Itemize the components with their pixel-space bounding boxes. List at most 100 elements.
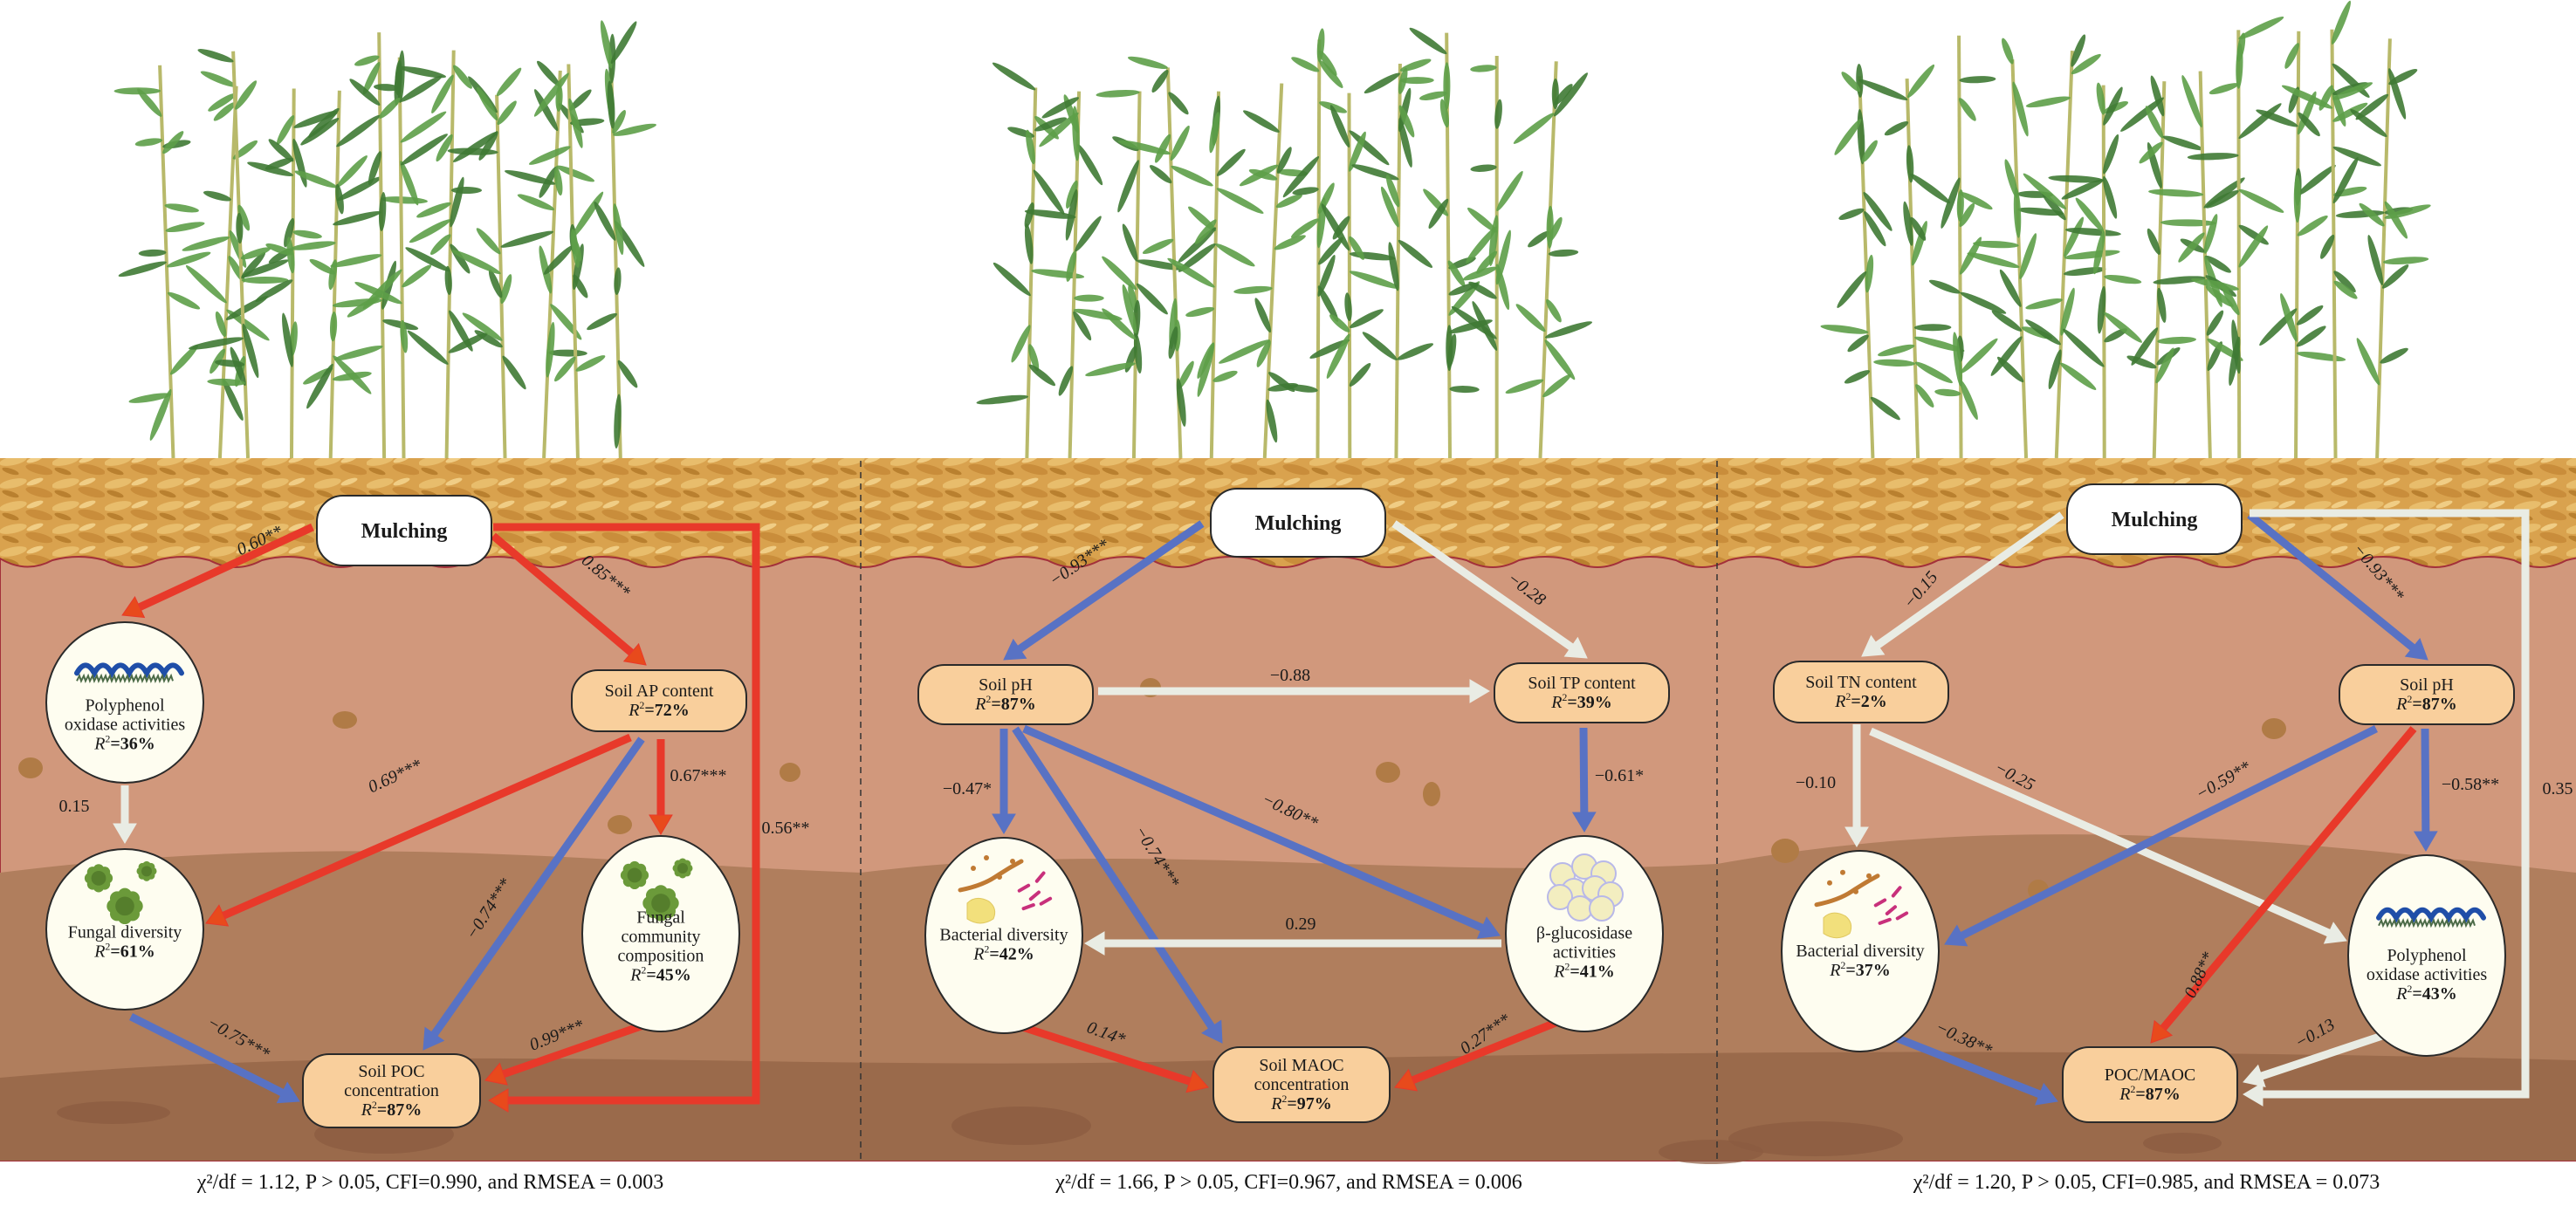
variable-box <box>302 1053 481 1128</box>
bamboo-leaf <box>2104 328 2127 343</box>
bamboo-leaf <box>2071 34 2086 67</box>
bamboo-leaf <box>1495 230 1511 285</box>
bamboo-leaf <box>556 165 595 182</box>
bamboo-leaf <box>451 250 501 275</box>
bamboo-leaf <box>137 88 162 117</box>
node-label: Soil POC <box>358 1062 424 1081</box>
bamboo-leaf <box>1837 271 1867 308</box>
bamboo-leaf <box>993 262 1031 297</box>
bamboo-leaf <box>1197 342 1215 379</box>
bamboo-leaf <box>617 360 638 388</box>
variable-box <box>1494 662 1670 723</box>
bamboo-stem <box>2010 59 2029 459</box>
bamboo-leaf <box>284 217 295 248</box>
pebble <box>608 815 632 834</box>
pebble <box>1376 762 1400 783</box>
bamboo-leaf <box>2093 230 2105 275</box>
bamboo-leaf <box>1934 388 1961 397</box>
arrowhead-icon <box>2034 1082 2058 1106</box>
bamboo-leaf <box>230 346 246 387</box>
bamboo-leaf <box>2060 287 2075 336</box>
bamboo-leaf <box>1117 140 1171 155</box>
bamboo-leaf <box>2025 96 2071 108</box>
bamboo-leaf <box>1033 169 1065 216</box>
bamboo-leaf <box>1041 97 1080 119</box>
bamboo-leaf <box>1399 77 1434 85</box>
arrowhead-icon <box>205 904 230 927</box>
bamboo-leaf <box>1553 72 1588 117</box>
bamboo-leaf <box>134 138 163 147</box>
bamboo-leaf <box>554 356 576 382</box>
bamboo-leaf <box>1167 257 1215 288</box>
bamboo-leaf <box>2012 81 2029 137</box>
bamboo-leaf <box>1449 386 1480 394</box>
bamboo-leaf <box>402 264 432 288</box>
bamboo-stem <box>2294 31 2301 459</box>
bamboo-leaf <box>1074 294 1104 302</box>
pebble <box>2262 718 2286 739</box>
bamboo-leaf <box>1151 69 1169 93</box>
bamboo-leaf <box>1451 305 1497 339</box>
bamboo-leaf <box>1348 131 1366 172</box>
bamboo-leaf <box>1873 359 1916 367</box>
bamboo-leaf <box>1176 378 1186 427</box>
bamboo-leaf <box>1276 147 1292 174</box>
node-mulch: Mulching <box>1210 488 1386 558</box>
bamboo-stem <box>1131 91 1142 459</box>
bamboo-leaf <box>149 388 172 441</box>
bamboo-leaf <box>189 337 244 350</box>
bamboo-leaf <box>2384 204 2431 219</box>
bamboo-leaf <box>2298 112 2320 137</box>
edge-line <box>498 1015 663 1079</box>
bamboo-leaf <box>1216 148 1246 176</box>
bamboo-leaf <box>379 97 401 119</box>
bamboo-leaf <box>1136 283 1168 315</box>
bamboo-leaf <box>548 349 587 357</box>
bamboo-leaf <box>614 394 622 449</box>
enzyme-helix-icon <box>2376 907 2486 928</box>
bamboo-leaf <box>444 265 452 295</box>
bamboo-leaf <box>2296 325 2326 347</box>
node-label: Polyphenol <box>2387 946 2467 965</box>
node-label: community <box>621 928 700 947</box>
pebble <box>18 757 43 778</box>
bamboo-leaf <box>1309 339 1350 359</box>
bamboo-leaf <box>1326 333 1350 379</box>
bamboo-leaf <box>2238 17 2284 40</box>
bamboo-leaf <box>362 269 402 309</box>
bamboo-leaf <box>235 80 258 110</box>
bamboo-leaf <box>1212 370 1238 382</box>
variable-box <box>2062 1046 2238 1123</box>
bamboo-leaf <box>207 378 245 387</box>
arrowhead-icon <box>1571 812 1597 833</box>
bamboo-leaf <box>2297 215 2328 236</box>
node-label: Polyphenol <box>85 696 165 716</box>
node-title: Mulching <box>361 520 448 543</box>
edge-line <box>493 523 760 1105</box>
bamboo-leaf <box>165 222 205 233</box>
bamboo-leaf <box>294 170 338 188</box>
arrowhead-icon <box>1476 916 1501 939</box>
bamboo-leaf <box>2103 86 2123 126</box>
arrowhead-icon <box>1944 924 1968 947</box>
mulching-box <box>2066 483 2243 555</box>
bamboo-leaf <box>1960 380 1978 421</box>
arrowhead-icon <box>1394 1068 1419 1092</box>
model-fit-caption: χ²/df = 1.12, P > 0.05, CFI=0.990, and R… <box>196 1171 663 1194</box>
bamboo-leaf <box>1496 170 1523 211</box>
bamboo-leaf <box>1385 175 1400 208</box>
variable-box <box>571 669 747 732</box>
bamboo-leaf <box>1428 198 1449 230</box>
bamboo-leaf <box>2333 271 2356 293</box>
bamboo-leaf <box>241 251 266 279</box>
arrowhead-icon <box>1003 638 1027 661</box>
bamboo-leaf <box>600 20 613 69</box>
bamboo-leaf <box>1290 218 1319 238</box>
path-coefficient: 0.35 <box>2543 779 2573 798</box>
bamboo-leaf <box>1248 168 1278 181</box>
